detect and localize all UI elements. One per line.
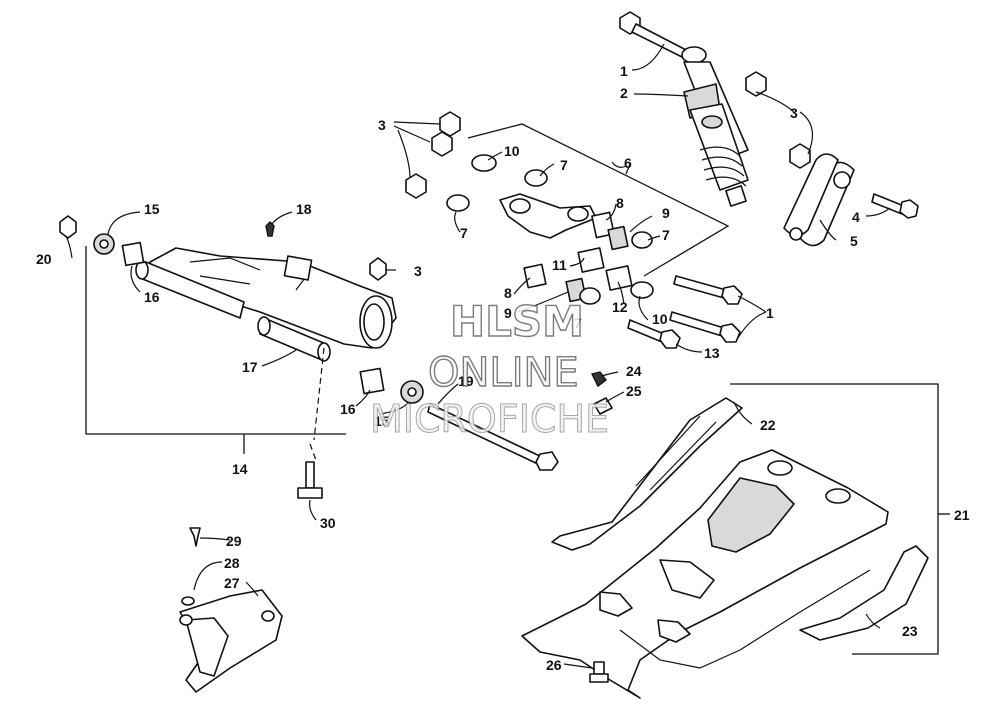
bearing bbox=[607, 225, 629, 251]
callout-1: 1 bbox=[620, 63, 628, 79]
arm-bolt-30 bbox=[297, 461, 323, 499]
callout-16: 16 bbox=[340, 401, 356, 417]
bushing bbox=[121, 241, 145, 267]
bushing bbox=[577, 247, 605, 273]
callout-29: 29 bbox=[226, 533, 242, 549]
bushing bbox=[523, 263, 547, 289]
skid-screw bbox=[590, 371, 607, 388]
callout-7: 7 bbox=[574, 315, 582, 331]
rear-arm-nut bbox=[59, 215, 77, 239]
watermark-line3: MICROFICHE bbox=[370, 397, 609, 441]
callout-10: 10 bbox=[504, 143, 520, 159]
skid-assembly bbox=[521, 371, 950, 699]
slide-rail bbox=[551, 397, 743, 551]
bushing bbox=[359, 367, 385, 395]
skid-bolt bbox=[593, 661, 605, 675]
callout-20: 20 bbox=[36, 251, 52, 267]
washer bbox=[181, 596, 195, 606]
shock-nut bbox=[745, 71, 767, 97]
callout-3: 3 bbox=[790, 105, 798, 121]
callout-7: 7 bbox=[662, 227, 670, 243]
callout-24: 24 bbox=[626, 363, 642, 379]
rear-arm-nut bbox=[369, 257, 387, 281]
callout-1: 1 bbox=[766, 305, 774, 321]
arm-bolt bbox=[719, 323, 741, 343]
shock-body bbox=[681, 46, 749, 207]
callout-7: 7 bbox=[560, 157, 568, 173]
callout-7: 7 bbox=[460, 225, 468, 241]
screw bbox=[189, 527, 201, 547]
callout-17: 17 bbox=[242, 359, 258, 375]
assembly-bracket bbox=[730, 383, 939, 655]
callout-18: 18 bbox=[296, 201, 312, 217]
callout-23: 23 bbox=[902, 623, 918, 639]
washer bbox=[631, 231, 653, 249]
callout-28: 28 bbox=[224, 555, 240, 571]
watermark: HLSM ONLINE MICROFICHE bbox=[370, 296, 610, 441]
arm-nut bbox=[439, 111, 461, 137]
callout-9: 9 bbox=[504, 305, 512, 321]
callout-3: 3 bbox=[414, 263, 422, 279]
callout-13: 13 bbox=[704, 345, 720, 361]
arm-bolt bbox=[721, 285, 743, 305]
callout-2: 2 bbox=[620, 85, 628, 101]
shock-bolt bbox=[619, 11, 691, 61]
callout-14: 14 bbox=[232, 461, 248, 477]
callout-6: 6 bbox=[624, 155, 632, 171]
callout-30: 30 bbox=[320, 515, 336, 531]
rear-arm bbox=[59, 215, 559, 499]
watermark-line2: ONLINE bbox=[428, 350, 579, 396]
shock-link bbox=[783, 153, 855, 247]
grease-fitting bbox=[265, 221, 275, 237]
arm-nut bbox=[405, 173, 427, 199]
callout-16: 16 bbox=[144, 289, 160, 305]
watermark-line1: HLSM bbox=[450, 297, 584, 346]
assembly-bracket bbox=[467, 123, 730, 277]
callout-10: 10 bbox=[652, 311, 668, 327]
bushing bbox=[605, 265, 633, 291]
callout-8: 8 bbox=[616, 195, 624, 211]
link-bolt bbox=[871, 193, 919, 219]
slide-rail bbox=[799, 545, 929, 641]
long-bolt bbox=[535, 451, 559, 471]
assembly-bracket bbox=[85, 246, 346, 435]
callout-4: 4 bbox=[852, 209, 860, 225]
bumper-bracket bbox=[179, 527, 283, 693]
callout-11: 11 bbox=[552, 257, 567, 273]
callout-numbers: 1 2 3 4 5 6 3 10 7 7 8 9 7 11 8 9 7 12 1… bbox=[36, 63, 970, 673]
callout-9: 9 bbox=[662, 205, 670, 221]
arm-nut bbox=[431, 131, 453, 157]
skid-bolt bbox=[589, 673, 609, 683]
arm-bolt bbox=[673, 275, 727, 299]
callout-15: 15 bbox=[144, 201, 160, 217]
callout-5: 5 bbox=[850, 233, 858, 249]
callout-3: 3 bbox=[378, 117, 386, 133]
skid-clip bbox=[593, 397, 613, 415]
shock-nut bbox=[789, 143, 811, 169]
callout-8: 8 bbox=[504, 285, 512, 301]
washer bbox=[579, 287, 601, 305]
callout-19: 19 bbox=[458, 373, 474, 389]
callout-27: 27 bbox=[224, 575, 240, 591]
leader-lines bbox=[65, 43, 891, 669]
callout-12: 12 bbox=[612, 299, 628, 315]
arm-bolt bbox=[659, 329, 681, 349]
arm-bolt bbox=[669, 311, 725, 337]
washer bbox=[630, 281, 654, 299]
callout-22: 22 bbox=[760, 417, 776, 433]
callout-21: 21 bbox=[954, 507, 970, 523]
callout-26: 26 bbox=[546, 657, 562, 673]
callout-25: 25 bbox=[626, 383, 642, 399]
washer bbox=[446, 194, 470, 212]
callout-15: 15 bbox=[374, 413, 390, 429]
shock-absorber bbox=[619, 11, 919, 247]
